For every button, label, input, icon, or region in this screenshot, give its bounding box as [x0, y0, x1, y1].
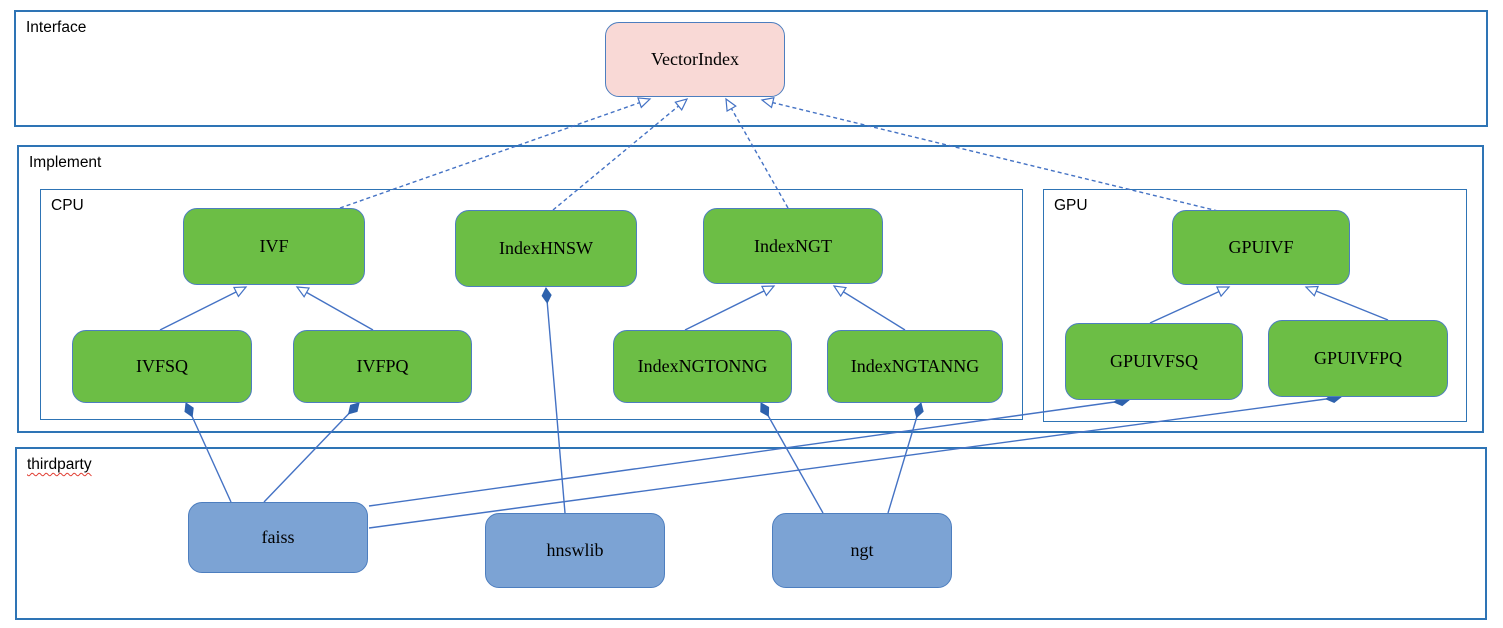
node-ivf-label: IVF: [259, 236, 289, 256]
node-indexhnsw-label: IndexHNSW: [499, 238, 593, 258]
node-faiss-label: faiss: [261, 527, 295, 547]
node-indexhnsw[interactable]: IndexHNSW: [455, 210, 637, 287]
container-implement-label: Implement: [29, 154, 102, 171]
node-indexngt[interactable]: IndexNGT: [703, 208, 883, 284]
node-gpuivfpq[interactable]: GPUIVFPQ: [1268, 320, 1448, 397]
container-gpu-label: GPU: [1054, 197, 1088, 214]
node-ngt[interactable]: ngt: [772, 513, 952, 588]
node-ivfpq[interactable]: IVFPQ: [293, 330, 472, 403]
node-indexngt-label: IndexNGT: [754, 235, 832, 256]
node-gpuivfsq[interactable]: GPUIVFSQ: [1065, 323, 1243, 400]
node-vectorindex[interactable]: VectorIndex: [605, 22, 785, 97]
container-interface-label: Interface: [26, 19, 87, 36]
container-cpu-label: CPU: [51, 197, 84, 214]
node-indexngtanng[interactable]: IndexNGTANNG: [827, 330, 1003, 403]
node-ivfsq[interactable]: IVFSQ: [72, 330, 252, 403]
node-ngt-label: ngt: [850, 540, 874, 560]
node-ivfsq-label: IVFSQ: [135, 356, 188, 376]
node-hnswlib-label: hnswlib: [546, 540, 604, 560]
node-hnswlib[interactable]: hnswlib: [485, 513, 665, 588]
node-vectorindex-label: VectorIndex: [651, 49, 739, 69]
node-indexngtanng-label: IndexNGTANNG: [850, 356, 980, 376]
node-gpuivf[interactable]: GPUIVF: [1172, 210, 1350, 285]
node-gpuivfpq-label: GPUIVFPQ: [1313, 348, 1403, 368]
node-indexngtonng[interactable]: IndexNGTONNG: [613, 330, 792, 403]
node-gpuivf-label: GPUIVF: [1228, 237, 1294, 257]
node-ivf[interactable]: IVF: [183, 208, 365, 285]
node-indexngtonng-label: IndexNGTONNG: [637, 356, 768, 376]
container-thirdparty-label: thirdparty: [27, 456, 92, 473]
node-gpuivfsq-label: GPUIVFSQ: [1109, 351, 1199, 371]
node-ivfpq-label: IVFPQ: [356, 356, 409, 376]
node-faiss[interactable]: faiss: [188, 502, 368, 573]
